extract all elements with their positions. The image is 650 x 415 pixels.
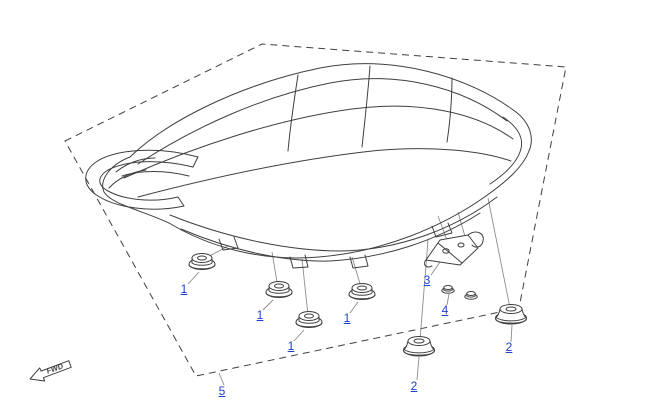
callout-1[interactable]: 1 [180,282,188,296]
boundary-dashed-outline [64,43,567,377]
callout-3[interactable]: 3 [423,273,431,287]
part-bumper [495,304,527,325]
part-leader-lines [203,197,511,341]
part-latch [423,231,484,268]
callout-1[interactable]: 1 [256,308,264,322]
part-screw [441,285,455,294]
part-grommet [348,283,376,300]
callout-2[interactable]: 2 [505,340,513,354]
fwd-arrow-icon: FWD [29,360,72,382]
callout-2[interactable]: 2 [410,379,418,393]
callout-4[interactable]: 4 [441,303,449,317]
part-screw [464,291,478,300]
part-grommet [188,253,216,270]
callout-1[interactable]: 1 [287,339,295,353]
part-grommet [265,281,293,298]
callout-1[interactable]: 1 [343,311,351,325]
callout-leader-lines [187,261,513,386]
part-bumper [403,336,435,357]
part-grommet [295,311,323,328]
callout-5[interactable]: 5 [218,384,226,398]
seat-assembly-drawing [85,63,532,269]
